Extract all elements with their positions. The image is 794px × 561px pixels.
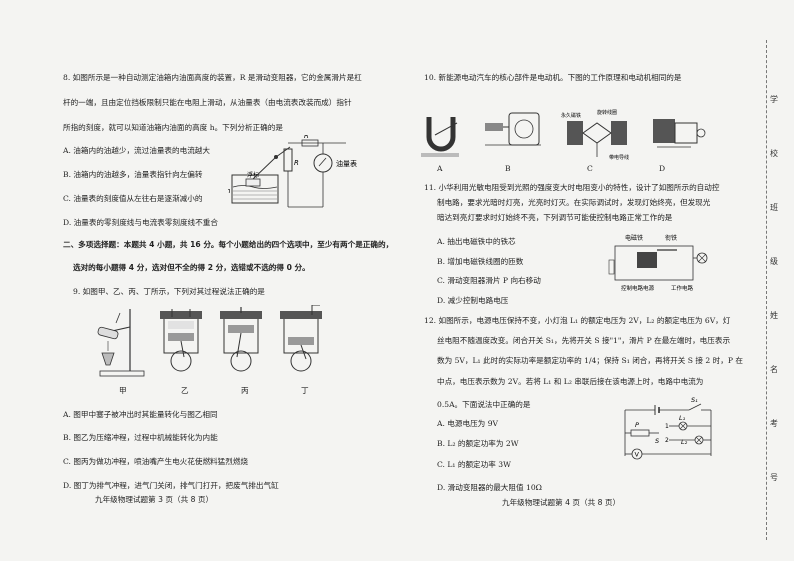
binding-char: 级 <box>770 257 778 266</box>
q12-node-2: 2 <box>665 437 669 444</box>
q8-gauge-label: 油量表 <box>336 159 357 168</box>
q8-fuel-gauge-diagram: 浮标 R R' 油量表 h <box>228 135 357 208</box>
q12-l1-label: L₁ <box>679 414 686 422</box>
binding-char: 名 <box>770 365 778 374</box>
q8-h-label: h <box>228 187 230 195</box>
q9-fig-yi <box>160 309 202 372</box>
q11-armature-label: 衔铁 <box>665 234 677 242</box>
q11-work-label: 工作电路 <box>671 284 694 292</box>
q10-label-c: C <box>587 164 593 173</box>
q10-fig-c: 永久磁铁 旋转线圈 带电导线 <box>561 109 629 161</box>
q8-option-d: D. 油量表的零刻度线与电流表零刻度线不重合 <box>63 218 218 227</box>
q12-stem-4: 中点，电压表示数为 2V。若将 L₁ 和 L₂ 串联后接在该电源上时，电路中电流… <box>437 377 704 386</box>
q12-node-1: 1 <box>665 423 669 430</box>
q9-label-jia: 甲 <box>119 386 127 395</box>
q12-option-b: B. L₂ 的额定功率为 2W <box>437 439 519 448</box>
q9-option-d: D. 图丁为排气冲程，进气门关闭，排气门打开，把废气排出气缸 <box>63 481 279 490</box>
q10-c-label-2: 旋转线圈 <box>597 109 617 116</box>
q9-fig-ding <box>280 305 322 372</box>
q12-option-d: D. 滑动变阻器的最大阻值 10Ω <box>437 483 542 492</box>
q10-fig-a <box>421 117 459 157</box>
q8-option-b: B. 油箱内的油越多，油量表指针向左偏转 <box>63 170 203 179</box>
q12-circuit-diagram: S₁ P S 1 2 L₁ L₂ V <box>624 396 712 460</box>
q9-option-b: B. 图乙为压缩冲程，过程中机械能转化为内能 <box>63 433 218 442</box>
q9-figures <box>97 305 322 377</box>
q12-s1-label: S₁ <box>691 396 698 404</box>
q12-l2-label: L₂ <box>681 438 688 446</box>
q10-label-b: B <box>505 164 511 173</box>
page-3: 8. 如图所示是一种自动测定油箱内油面高度的装置，R 是滑动变阻器，它的金属滑片… <box>63 73 394 504</box>
q8-r-label: R <box>294 159 299 167</box>
q12-option-c: C. L₁ 的额定功率 3W <box>437 460 511 469</box>
q8-stem-1: 8. 如图所示是一种自动测定油箱内油面高度的装置，R 是滑动变阻器，它的金属滑片… <box>63 73 362 82</box>
q11-control-circuit-diagram: 电磁铁 衔铁 控制电路电源 工作电路 <box>608 234 708 292</box>
q11-stem-3: 暗达到亮灯要求时灯始终不亮，下列调节可能使控制电路正常工作的是 <box>437 213 673 222</box>
q8-option-c: C. 油量表的刻度值从左往右是逐渐减小的 <box>63 194 203 203</box>
q10-c-label-3: 带电导线 <box>609 154 629 161</box>
binding-char: 校 <box>770 149 778 158</box>
q9-fig-bing <box>220 307 262 372</box>
q10-c-label-1: 永久磁铁 <box>561 112 581 119</box>
q8-option-a: A. 油箱内的油越少，流过油量表的电流越大 <box>63 146 210 155</box>
q12-stem-5: 0.5A。下面说法中正确的是 <box>437 400 531 409</box>
q11-option-b: B. 增加电磁铁线圈的匝数 <box>437 257 524 266</box>
q10-fig-b <box>485 112 541 146</box>
q8-stem-3: 所指的刻度，就可以知道油箱内油面的高度 h。下列分析正确的是 <box>63 123 283 132</box>
binding-margin-labels: 学 校 班 级 姓 名 考 号 <box>770 95 790 527</box>
page-footer-right: 九年级物理试题第 4 页（共 8 页） <box>502 498 621 507</box>
section-2-heading-1: 二、多项选择题：本题共 4 小题，共 16 分。每个小题给出的四个选项中，至少有… <box>63 240 394 249</box>
q9-fig-jia <box>97 309 145 377</box>
q11-magnet-label: 电磁铁 <box>625 234 643 242</box>
q10-label-d: D <box>659 164 666 173</box>
q11-option-d: D. 减少控制电路电压 <box>437 296 509 305</box>
q12-p-label: P <box>635 421 639 429</box>
page-footer-left: 九年级物理试题第 3 页（共 8 页） <box>95 495 214 504</box>
q11-stem-1: 11. 小华利用光敏电阻受到光照的强度变大时电阻变小的特性，设计了如图所示的自动… <box>424 183 720 192</box>
q10-stem: 10. 新能源电动汽车的核心部件是电动机。下图的工作原理和电动机相同的是 <box>424 73 682 82</box>
q10-fig-d <box>653 119 706 148</box>
q11-option-c: C. 滑动变阻器滑片 P 向右移动 <box>437 276 541 285</box>
q12-stem-2: 丝电阻不随温度改变。闭合开关 S₁，先将开关 S 接"1"，滑片 P 在最左端时… <box>437 336 731 345</box>
binding-char: 号 <box>770 473 778 482</box>
q12-stem-3: 数为 5V，L₁ 此时的实际功率是额定功率的 1/4；保持 S₁ 闭合，再将开关… <box>437 356 743 365</box>
binding-char: 学 <box>770 95 778 104</box>
q12-v-label: V <box>635 451 640 459</box>
q9-option-c: C. 图丙为做功冲程，喷油嘴产生电火花使燃料猛烈燃烧 <box>63 457 249 466</box>
q8-rprime-label: R' <box>304 135 311 140</box>
q10-figures: 永久磁铁 旋转线圈 带电导线 <box>421 109 706 161</box>
q12-s-label: S <box>655 437 659 445</box>
binding-line <box>766 40 767 540</box>
q9-stem: 9. 如图甲、乙、丙、丁所示，下列对其过程说法正确的是 <box>73 287 265 296</box>
q12-stem-1: 12. 如图所示，电源电压保持不变，小灯泡 L₁ 的额定电压为 2V，L₂ 的额… <box>424 316 731 325</box>
q10-label-a: A <box>437 164 443 173</box>
q8-stem-2: 杆的一端，且由定位挡板限制只能在电阻上滑动，从油量表（由电流表改装而成）指针 <box>63 98 352 107</box>
q11-stem-2: 制电路，要求光暗时灯亮，光亮时灯灭。在实际调试时，发现灯始终亮，但发现光 <box>437 198 711 207</box>
binding-char: 班 <box>770 203 778 212</box>
q9-label-ding: 丁 <box>301 386 309 395</box>
q8-float-label: 浮标 <box>247 171 259 179</box>
q11-control-label: 控制电路电源 <box>621 284 655 292</box>
page-4: 10. 新能源电动汽车的核心部件是电动机。下图的工作原理和电动机相同的是 永久磁… <box>397 0 794 561</box>
q9-label-bing: 丙 <box>241 386 249 395</box>
q9-label-yi: 乙 <box>181 386 189 395</box>
binding-char: 考 <box>770 419 778 428</box>
binding-char: 姓 <box>770 311 778 320</box>
section-2-heading-2: 选对的每小题得 4 分，选对但不全的得 2 分，选错或不选的得 0 分。 <box>73 263 310 272</box>
q11-option-a: A. 抽出电磁铁中的铁芯 <box>437 237 516 246</box>
q9-option-a: A. 图甲中塞子被冲出时其能量转化与图乙相同 <box>63 410 218 419</box>
q12-option-a: A. 电源电压为 9V <box>437 419 499 428</box>
